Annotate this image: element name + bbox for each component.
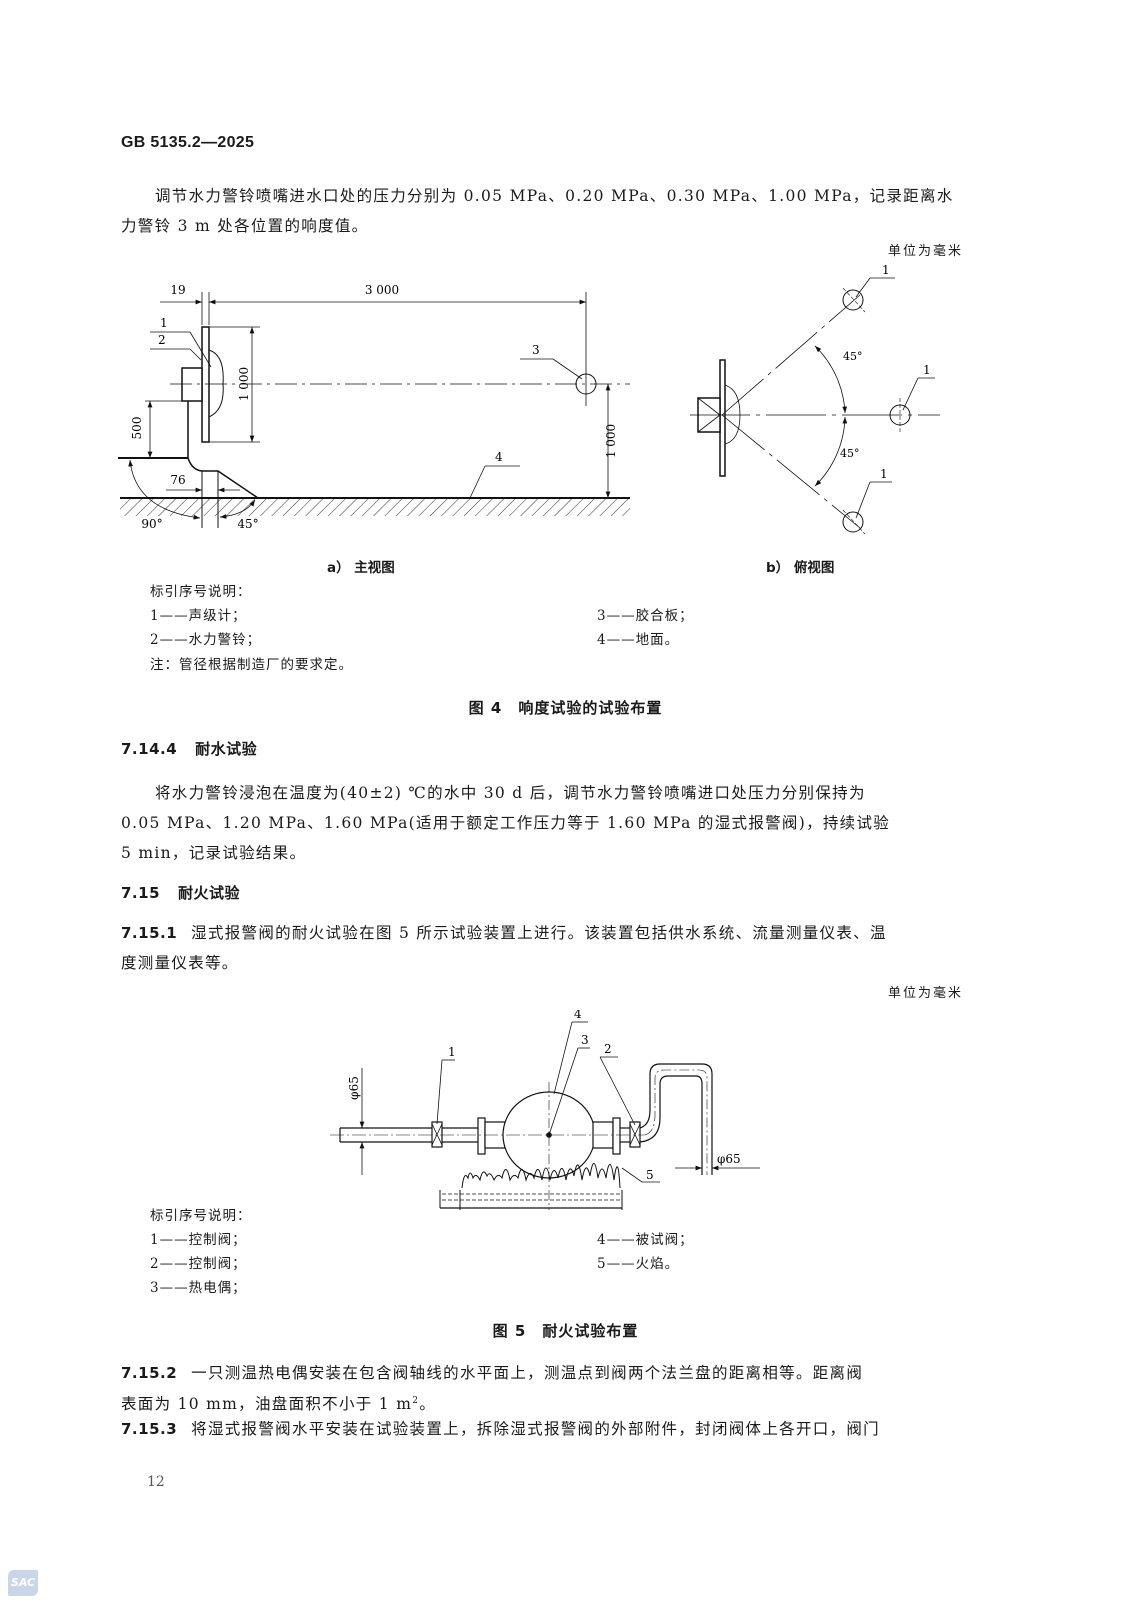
svg-text:4: 4 bbox=[495, 450, 503, 464]
section-number: 7.15.3 bbox=[121, 1420, 178, 1438]
intro-paragraph-line1: 调节水力警铃喷嘴进水口处的压力分别为 0.05 MPa、0.20 MPa、0.3… bbox=[155, 187, 954, 205]
figure4-caption: 图 4 响度试验的试验布置 bbox=[468, 699, 663, 717]
figure4-note: 注：管径根据制造厂的要求定。 bbox=[150, 657, 353, 673]
figure4-unit-note: 单位为毫米 bbox=[888, 244, 964, 259]
svg-text:φ65: φ65 bbox=[717, 1152, 741, 1166]
section-7-15-2-line2: 表面为 10 mm，油盘面积不小于 1 m2。 bbox=[121, 1395, 437, 1414]
section-title: 耐水试验 bbox=[195, 740, 258, 758]
svg-text:1: 1 bbox=[160, 316, 168, 330]
svg-text:1: 1 bbox=[882, 263, 890, 277]
figure4-legend-item: 3——胶合板； bbox=[597, 608, 694, 624]
svg-text:1 000: 1 000 bbox=[237, 367, 251, 401]
section-7-15-heading: 7.15 耐火试验 bbox=[121, 882, 240, 903]
svg-text:500: 500 bbox=[130, 417, 144, 440]
figure4-legend-item: 4——地面。 bbox=[597, 632, 680, 648]
svg-text:2: 2 bbox=[158, 333, 166, 347]
svg-text:45°: 45° bbox=[237, 517, 258, 530]
figure4-legend-item: 1——声级计； bbox=[150, 608, 247, 624]
section-number: 7.15.2 bbox=[121, 1364, 178, 1382]
svg-text:3: 3 bbox=[581, 1033, 589, 1047]
figure4-legend-title: 标引序号说明： bbox=[150, 584, 252, 600]
section-number: 7.15 bbox=[121, 884, 161, 902]
figure5-legend-item: 3——热电偶； bbox=[150, 1280, 247, 1296]
page-number: 12 bbox=[147, 1474, 165, 1490]
section-number: 7.14.4 bbox=[121, 740, 178, 758]
svg-text:1: 1 bbox=[448, 1045, 456, 1059]
figure5-unit-note: 单位为毫米 bbox=[888, 986, 964, 1001]
figure4a-label: a） 主视图 bbox=[327, 560, 395, 576]
figure5-fire-test-diagram: φ65 φ65 1 2 3 4 bbox=[330, 1010, 760, 1210]
figure5-legend-item: 5——火焰。 bbox=[597, 1256, 680, 1272]
svg-text:3 000: 3 000 bbox=[365, 283, 399, 297]
section-number: 7.15.1 bbox=[121, 924, 178, 942]
section-7-14-4-line1: 将水力警铃浸泡在温度为(40±2) ℃的水中 30 d 后，调节水力警铃喷嘴进口… bbox=[155, 784, 866, 802]
figure5-legend-item: 2——控制阀； bbox=[150, 1256, 247, 1272]
figure5-legend-title: 标引序号说明： bbox=[150, 1208, 252, 1224]
svg-text:2: 2 bbox=[604, 1042, 612, 1056]
figure4b-top-view-diagram: 45° 45° 1 1 1 bbox=[690, 263, 940, 535]
section-7-14-4-line3: 5 min，记录试验结果。 bbox=[121, 844, 307, 862]
standard-code-header: GB 5135.2—2025 bbox=[121, 134, 255, 151]
figure4b-label: b） 俯视图 bbox=[766, 560, 835, 576]
figure5-legend-item: 1——控制阀； bbox=[150, 1232, 247, 1248]
svg-text:φ65: φ65 bbox=[347, 1076, 361, 1100]
svg-text:45°: 45° bbox=[840, 447, 860, 460]
section-title: 耐火试验 bbox=[178, 884, 241, 902]
svg-text:45°: 45° bbox=[843, 350, 863, 363]
section-7-15-1-line2: 度测量仪表等。 bbox=[121, 954, 239, 972]
svg-text:19: 19 bbox=[170, 283, 185, 297]
figure4-legend-item: 2——水力警铃； bbox=[150, 632, 262, 648]
intro-paragraph-line2: 力警铃 3 m 处各位置的响度值。 bbox=[121, 217, 369, 235]
svg-text:76: 76 bbox=[170, 473, 185, 487]
svg-text:1 000: 1 000 bbox=[604, 424, 618, 458]
svg-text:1: 1 bbox=[880, 467, 888, 481]
section-7-14-4-line2: 0.05 MPa、1.20 MPa、1.60 MPa(适用于额定工作压力等于 1… bbox=[121, 814, 891, 832]
figure4a-front-view-diagram: 19 3 000 1 000 500 1 000 76 90° 45° 1 2 … bbox=[118, 283, 630, 530]
svg-text:90°: 90° bbox=[141, 517, 162, 530]
svg-text:3: 3 bbox=[532, 343, 540, 357]
section-7-14-4-heading: 7.14.4 耐水试验 bbox=[121, 738, 257, 759]
figure5-caption: 图 5 耐火试验布置 bbox=[492, 1322, 639, 1340]
svg-text:4: 4 bbox=[574, 1010, 582, 1021]
svg-text:5: 5 bbox=[646, 1168, 654, 1182]
figure5-legend-item: 4——被试阀； bbox=[597, 1232, 694, 1248]
svg-text:1: 1 bbox=[923, 363, 931, 377]
figure5-oil-pan: 5 bbox=[439, 1167, 660, 1209]
sac-logo: SAC bbox=[8, 1570, 38, 1596]
